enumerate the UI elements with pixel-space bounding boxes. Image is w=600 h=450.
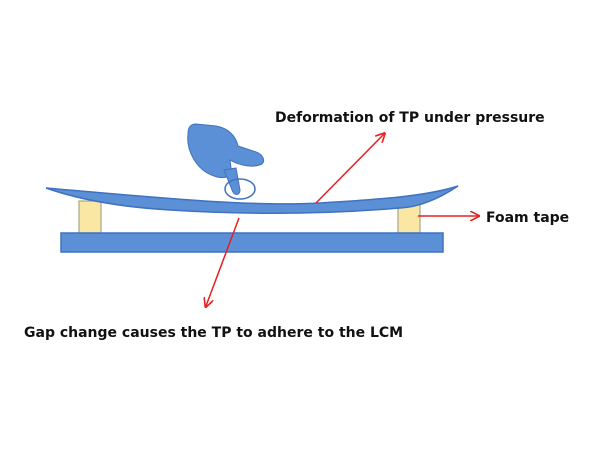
label-foam-tape: Foam tape: [486, 210, 569, 226]
foam-tape-left: [78, 200, 102, 234]
label-gap-change: Gap change causes the TP to adhere to th…: [24, 325, 403, 341]
touch-panel: [45, 185, 459, 214]
press-ring-icon: [224, 178, 256, 200]
arrow-deformation: [315, 134, 384, 204]
label-deformation: Deformation of TP under pressure: [275, 110, 545, 126]
lcm-plate: [60, 232, 444, 253]
arrow-gap-change: [206, 217, 240, 306]
